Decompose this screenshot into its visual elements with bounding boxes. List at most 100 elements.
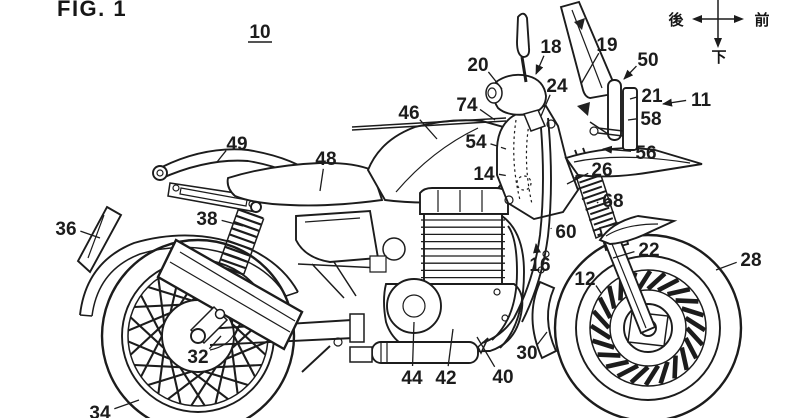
part-label: 40 (492, 367, 513, 388)
spring-coil (231, 227, 257, 239)
part-label: 21 (641, 86, 663, 107)
rear-mudflap-stay (76, 205, 123, 274)
spoke (657, 277, 680, 293)
spring-coil (225, 245, 251, 257)
fork-boot-ribs (574, 168, 618, 237)
leader-line (114, 399, 140, 410)
spoke (629, 365, 650, 385)
part-label: 24 (546, 76, 568, 97)
spoke (140, 335, 163, 378)
frame-subframe (295, 209, 381, 299)
shock-spring-coils (217, 208, 265, 276)
part-label: 14 (473, 164, 495, 185)
spoke (134, 303, 181, 309)
spoke (215, 363, 262, 369)
compass-down-label: 下 (711, 48, 726, 66)
spring-edge (243, 218, 265, 275)
compass-rear-label: 後 (667, 11, 684, 29)
spring-coil (222, 252, 249, 263)
part-label: 32 (187, 347, 208, 368)
leader-line (479, 108, 496, 121)
part-label: 16 (529, 255, 550, 276)
spoke (597, 352, 621, 358)
part-label: 28 (740, 250, 761, 271)
leader-line (476, 336, 496, 368)
part-label: 19 (596, 35, 617, 56)
frame-downtube (481, 115, 552, 344)
leader-line (490, 143, 507, 150)
front-beak (564, 147, 703, 178)
leader-line (623, 65, 637, 80)
part-label: 11 (691, 90, 712, 111)
spoke (667, 287, 691, 297)
compass-front-label: 前 (754, 11, 769, 29)
spring-coil (238, 208, 264, 220)
rear-hub (189, 305, 235, 351)
leader-line (629, 96, 638, 100)
part-label: 49 (226, 134, 247, 155)
spoke (129, 322, 165, 356)
spring-coil (233, 221, 260, 232)
cylinder-fins (421, 219, 505, 279)
spring-coil (229, 233, 255, 245)
boot-rib (581, 189, 607, 201)
spoke (169, 358, 182, 405)
leader-line (221, 219, 244, 227)
spoke (127, 311, 171, 332)
windshield (559, 0, 616, 136)
leader-line (535, 55, 545, 75)
spoke (231, 322, 267, 356)
leader-line (580, 52, 600, 85)
boot-rib (578, 179, 604, 190)
part-label: 44 (401, 368, 423, 389)
part-label: 36 (55, 219, 76, 240)
leader-line (208, 335, 222, 350)
boot-rib (588, 210, 615, 222)
leader-line (602, 145, 632, 154)
spring-coil (236, 214, 262, 226)
spoke (616, 363, 639, 379)
spoke (203, 370, 249, 387)
leader-line (715, 261, 737, 271)
rear-shock (217, 201, 265, 294)
part-label: 38 (196, 209, 217, 230)
carrier-bracket (597, 79, 638, 151)
leader-line (80, 230, 101, 239)
part-label: 34 (89, 403, 111, 418)
boot-rib (585, 200, 611, 211)
boot-rib (589, 206, 610, 216)
front-fender (598, 215, 678, 245)
part-label: 30 (516, 343, 537, 364)
leader-line (533, 243, 542, 254)
spoke (225, 340, 269, 361)
spring-coil (227, 239, 253, 251)
engine (369, 187, 524, 353)
leader-line (596, 201, 599, 204)
leader-line (566, 172, 589, 185)
leader-line (540, 94, 551, 117)
spoke (589, 323, 612, 341)
under-engine-silencer (349, 337, 489, 364)
part-label: 12 (574, 269, 595, 290)
direction-indicator: 後 前 下 (667, 0, 770, 66)
tank-top-bar (351, 117, 507, 131)
spoke (147, 285, 193, 302)
spoke (685, 326, 705, 347)
spoke (607, 285, 617, 309)
part-label: 22 (638, 240, 659, 261)
figure-title: FIG. 1 (57, 0, 127, 21)
part-label: 56 (635, 143, 656, 164)
spoke (643, 364, 661, 387)
spoke (679, 347, 689, 371)
part-label: 48 (315, 149, 336, 170)
part-label: 54 (465, 132, 487, 153)
leader-line (411, 321, 415, 367)
spoke (675, 298, 699, 304)
spring-coil (220, 258, 246, 270)
part-label: 68 (602, 191, 623, 212)
spoke (672, 355, 678, 379)
leader-line (498, 173, 510, 177)
